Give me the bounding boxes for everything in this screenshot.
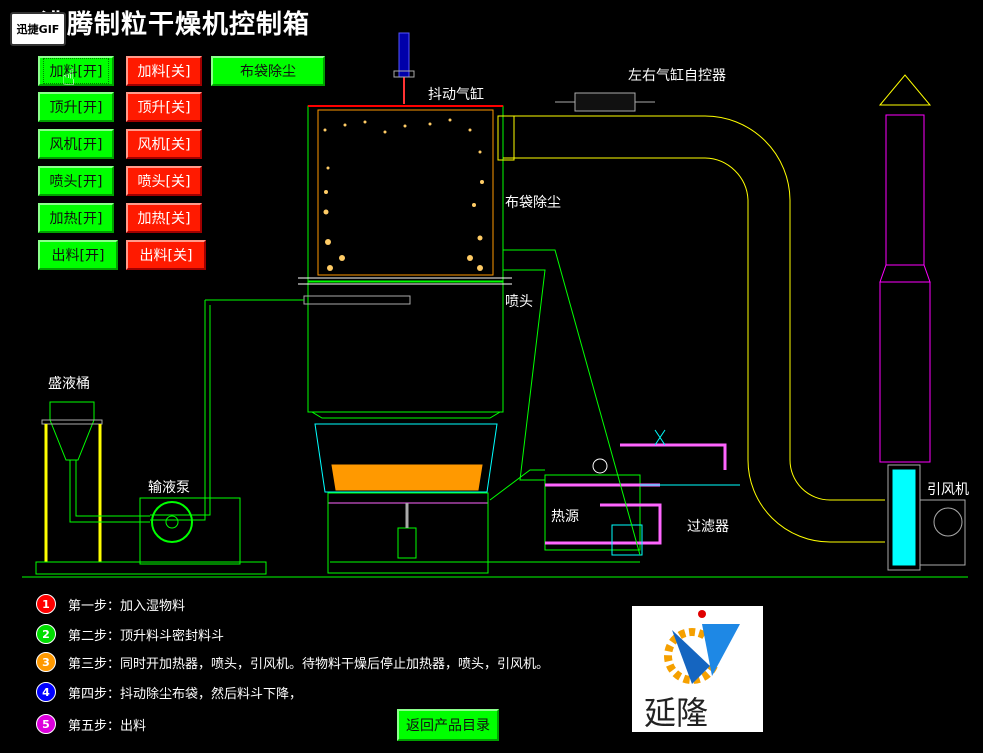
shake-cylinder-label: 抖动气缸: [428, 87, 484, 103]
fan-on-label: 风机[开]: [49, 137, 103, 153]
filter-label: 过滤器: [687, 519, 729, 535]
step-1-text: 第一步：加入湿物料: [68, 598, 186, 614]
step-3: 3 第三步：同时开加热器，喷头，引风机。待物料干燥后停止加热器，喷头，引风机。: [36, 652, 549, 672]
page-title: 沸腾制粒干燥机控制箱: [40, 10, 311, 40]
gif-watermark-tag: 迅捷GIF: [10, 12, 66, 46]
step-4: 4 第四步：抖动除尘布袋，然后料斗下降，: [36, 682, 302, 702]
discharge-on-label: 出料[开]: [51, 248, 105, 264]
step-1: 1 第一步：加入湿物料: [36, 594, 185, 614]
heat-on-label: 加热[开]: [49, 211, 103, 227]
step-5: 5 第五步：出料: [36, 714, 146, 734]
drying-chamber: [307, 105, 504, 282]
lift-on-label: 顶升[开]: [49, 100, 103, 116]
lift-off-label: 顶升[关]: [137, 100, 191, 116]
lift-on-button[interactable]: 顶升[开]: [38, 92, 114, 122]
nozzle-on-label: 喷头[开]: [49, 174, 103, 190]
bag-filter-label: 布袋除尘: [505, 195, 561, 211]
back-to-catalog-button[interactable]: 返回产品目录: [397, 709, 499, 741]
step-5-text: 第五步：出料: [68, 718, 147, 734]
step-2-text: 第二步：顶升料斗密封料斗: [68, 628, 225, 644]
logo-text: 延隆: [644, 694, 709, 732]
bag-dust-button[interactable]: 布袋除尘: [211, 56, 325, 86]
nozzle-label: 喷头: [505, 294, 533, 310]
bag-dust-label: 布袋除尘: [240, 64, 296, 80]
step-2: 2 第二步：顶升料斗密封料斗: [36, 624, 224, 644]
step-4-text: 第四步：抖动除尘布袋，然后料斗下降，: [68, 686, 303, 702]
step-4-number-icon: 4: [36, 682, 56, 702]
feed-off-button[interactable]: 加料[关]: [126, 56, 202, 86]
hand-cursor-icon: ☝: [62, 66, 76, 91]
induced-fan-label: 引风机: [927, 482, 969, 498]
heat-source-label: 热源: [551, 509, 579, 525]
discharge-off-button[interactable]: 出料[关]: [126, 240, 206, 270]
pump-label: 输液泵: [148, 480, 190, 496]
filter-bag-area: [317, 109, 494, 276]
feed-off-label: 加料[关]: [137, 64, 191, 80]
heat-off-button[interactable]: 加热[关]: [126, 203, 202, 233]
fan-off-button[interactable]: 风机[关]: [126, 129, 202, 159]
step-2-number-icon: 2: [36, 624, 56, 644]
nozzle-on-button[interactable]: 喷头[开]: [38, 166, 114, 196]
step-1-number-icon: 1: [36, 594, 56, 614]
gear-logo-icon: [664, 610, 740, 684]
company-logo: 延隆: [632, 606, 763, 732]
feed-on-label: 加料[开]: [42, 58, 110, 84]
fan-off-label: 风机[关]: [137, 137, 191, 153]
discharge-off-label: 出料[关]: [139, 248, 193, 264]
nozzle-off-label: 喷头[关]: [137, 174, 191, 190]
heat-off-label: 加热[关]: [137, 211, 191, 227]
step-3-number-icon: 3: [36, 652, 56, 672]
feed-on-button[interactable]: 加料[开]: [38, 56, 114, 86]
back-to-catalog-label: 返回产品目录: [406, 718, 490, 734]
nozzle-off-button[interactable]: 喷头[关]: [126, 166, 202, 196]
lift-off-button[interactable]: 顶升[关]: [126, 92, 202, 122]
step-5-number-icon: 5: [36, 714, 56, 734]
step-3-text: 第三步：同时开加热器，喷头，引风机。待物料干燥后停止加热器，喷头，引风机。: [68, 656, 550, 672]
heat-on-button[interactable]: 加热[开]: [38, 203, 114, 233]
fan-on-button[interactable]: 风机[开]: [38, 129, 114, 159]
liquid-bucket-label: 盛液桶: [48, 376, 90, 392]
cylinder-controller-label: 左右气缸自控器: [628, 68, 726, 84]
discharge-on-button[interactable]: 出料[开]: [38, 240, 118, 270]
